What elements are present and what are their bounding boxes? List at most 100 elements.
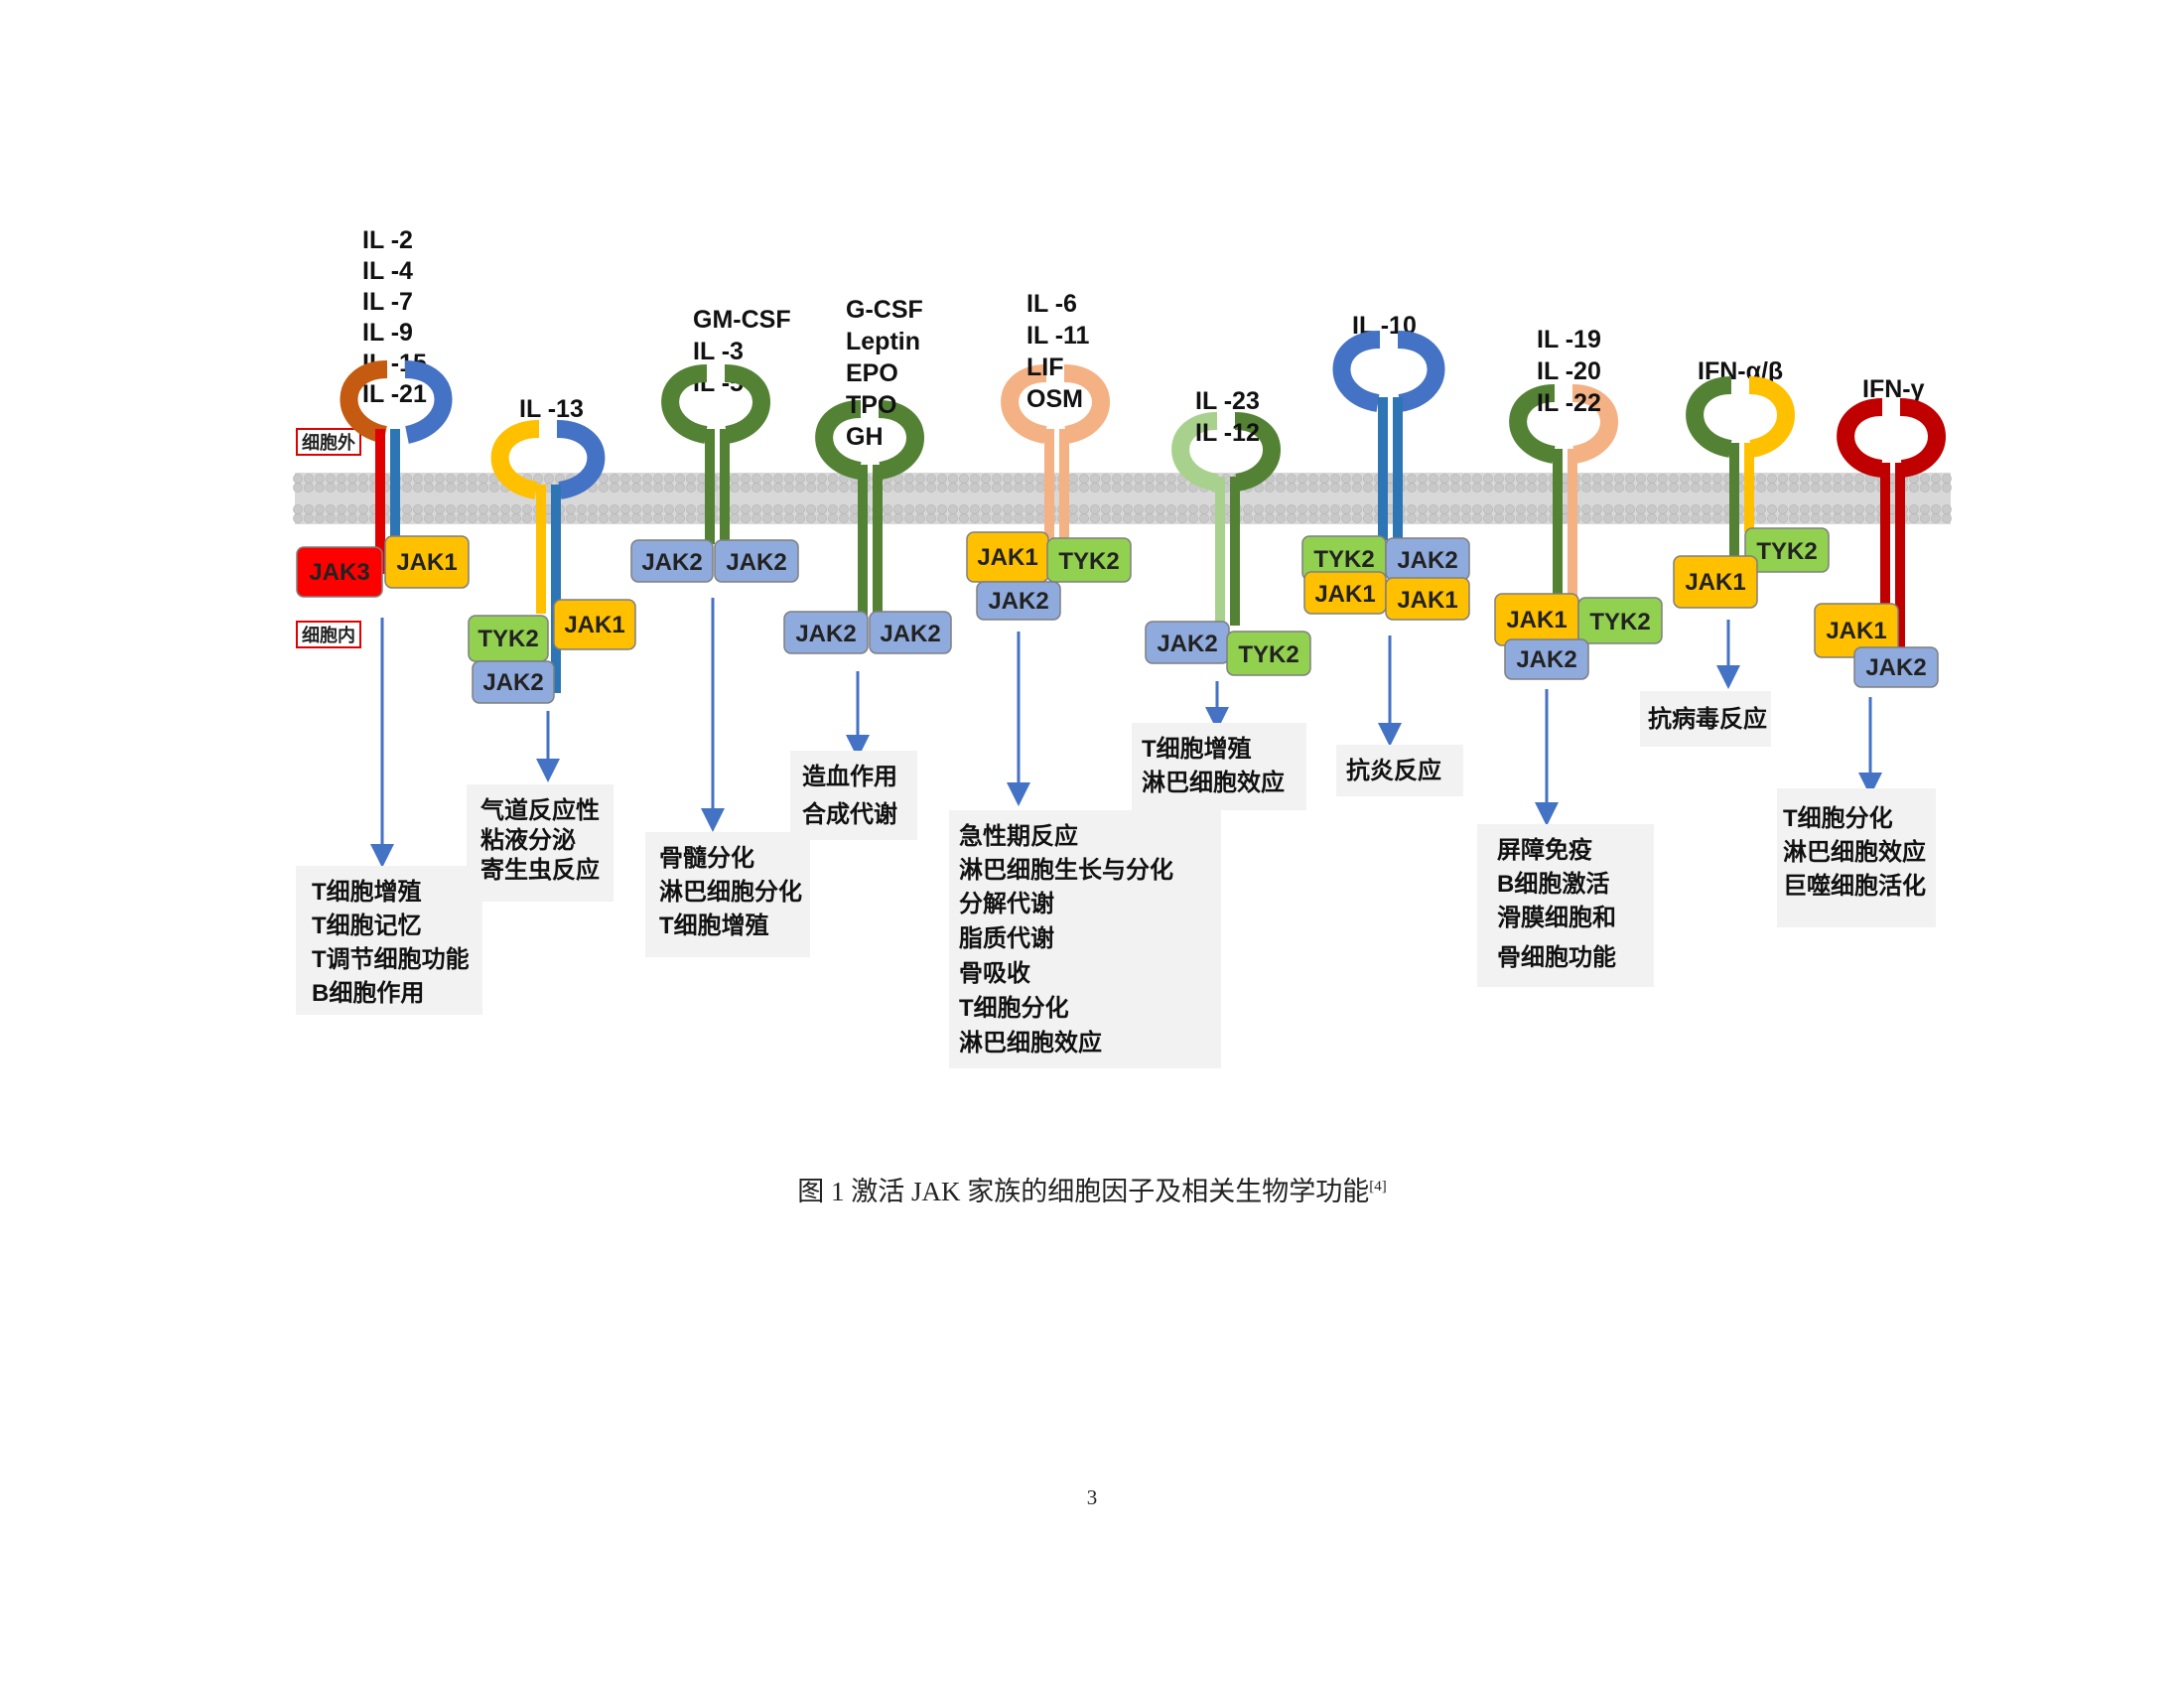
lipid-head — [1450, 483, 1460, 492]
lipid-head — [1330, 504, 1340, 514]
lipid-head — [1287, 483, 1297, 492]
function-label: 屏障免疫 — [1497, 836, 1592, 864]
lipid-head — [1636, 474, 1646, 484]
lipid-head — [402, 513, 412, 523]
function-label: 合成代谢 — [802, 800, 897, 828]
receptor-chain-right — [1744, 443, 1754, 532]
lipid-head — [1101, 504, 1111, 514]
receptor-ifn-alpha-beta: IFN-α/β TYK2 JAK1 抗病毒反应 — [1640, 357, 1830, 747]
lipid-head — [1472, 474, 1482, 484]
lipid-head — [1614, 474, 1624, 484]
lipid-head — [981, 474, 991, 484]
function-label: T细胞增殖 — [312, 878, 422, 906]
lipid-head — [1199, 513, 1209, 523]
lipid-head — [1134, 483, 1144, 492]
lipid-head — [948, 513, 958, 523]
lipid-head — [1581, 504, 1591, 514]
function-label: 巨噬细胞活化 — [1783, 872, 1926, 900]
receptor-homodimer-family: G-CSF Leptin EPO TPO GH JAK2 JAK2 造血作用 合… — [783, 296, 952, 840]
lipid-head — [1865, 504, 1875, 514]
lipid-head — [1865, 513, 1875, 523]
tyk2-box — [1226, 631, 1311, 676]
lipid-head — [730, 513, 740, 523]
extracellular-label-box — [296, 428, 361, 456]
lipid-head — [304, 513, 314, 523]
function-label: 寄生虫反应 — [480, 856, 600, 884]
lipid-head — [883, 504, 892, 514]
lipid-head — [1920, 513, 1930, 523]
lipid-head — [1527, 483, 1537, 492]
lipid-head — [1625, 474, 1635, 484]
lipid-head — [1407, 504, 1417, 514]
function-box — [1477, 824, 1654, 987]
lipid-head — [315, 483, 325, 492]
lipid-head — [1090, 513, 1100, 523]
lipid-head — [1166, 504, 1176, 514]
function-label: T细胞分化 — [1783, 804, 1893, 832]
lipid-head — [1691, 474, 1701, 484]
lipid-head — [1418, 483, 1428, 492]
lipid-head — [893, 483, 903, 492]
jak1-box — [553, 599, 636, 650]
lipid-head — [653, 474, 663, 484]
lipid-head — [326, 504, 336, 514]
lipid-head — [1822, 513, 1832, 523]
lipid-head — [1134, 504, 1144, 514]
lipid-head — [795, 504, 805, 514]
receptor-arm-right — [1397, 331, 1445, 412]
ligand-label: IL -22 — [1537, 389, 1601, 417]
receptor-il10: IL -10 TYK2 JAK2 JAK1 JAK1 抗炎反应 — [1301, 312, 1470, 796]
lipid-head — [992, 513, 1002, 523]
lipid-head — [304, 474, 314, 484]
lipid-head — [424, 513, 434, 523]
jak3-label: JAK3 — [309, 559, 369, 586]
receptor-chain-left — [1729, 443, 1739, 560]
ligand-label: IL -11 — [1026, 322, 1090, 350]
lipid-head — [926, 513, 936, 523]
receptor-chain-left — [1553, 449, 1563, 598]
function-label: 骨髓分化 — [659, 844, 754, 872]
lipid-head — [304, 504, 314, 514]
lipid-head — [446, 483, 456, 492]
lipid-head — [1800, 474, 1810, 484]
lipid-head — [1287, 513, 1297, 523]
lipid-head — [959, 504, 969, 514]
lipid-head — [1843, 513, 1853, 523]
lipid-head — [959, 483, 969, 492]
lipid-head — [1429, 513, 1438, 523]
lipid-head — [1527, 504, 1537, 514]
lipid-head — [337, 513, 346, 523]
lipid-head — [904, 504, 914, 514]
lipid-head — [762, 483, 772, 492]
lipid-head — [315, 504, 325, 514]
lipid-head — [915, 504, 925, 514]
lipid-head — [1352, 504, 1362, 514]
tyk2-label: TYK2 — [1058, 548, 1119, 575]
lipid-head — [446, 513, 456, 523]
function-label: B细胞作用 — [312, 979, 424, 1007]
function-box — [949, 810, 1221, 1068]
lipid-head — [1625, 483, 1635, 492]
jak1-label: JAK1 — [396, 549, 457, 576]
lipid-head — [926, 504, 936, 514]
lipid-head — [1352, 513, 1362, 523]
lipid-head — [1647, 483, 1657, 492]
receptor-chain-right — [720, 429, 730, 544]
lipid-head — [686, 513, 696, 523]
lipid-head — [1789, 474, 1799, 484]
lipid-head — [1603, 474, 1613, 484]
lipid-head — [806, 504, 816, 514]
lipid-head — [1439, 483, 1449, 492]
lipid-head — [1363, 474, 1373, 484]
lipid-head — [806, 483, 816, 492]
lipid-head — [1712, 513, 1722, 523]
figure-caption: 图 1 激活 JAK 家族的细胞因子及相关生物学功能[4] — [0, 1170, 2184, 1208]
lipid-head — [1483, 483, 1493, 492]
lipid-head — [1527, 474, 1537, 484]
lipid-head — [1592, 513, 1602, 523]
lipid-head — [937, 513, 947, 523]
receptor-chain-left — [1880, 463, 1890, 633]
lipid-head — [1134, 474, 1144, 484]
lipid-head — [1920, 483, 1930, 492]
lipid-head — [1112, 474, 1122, 484]
